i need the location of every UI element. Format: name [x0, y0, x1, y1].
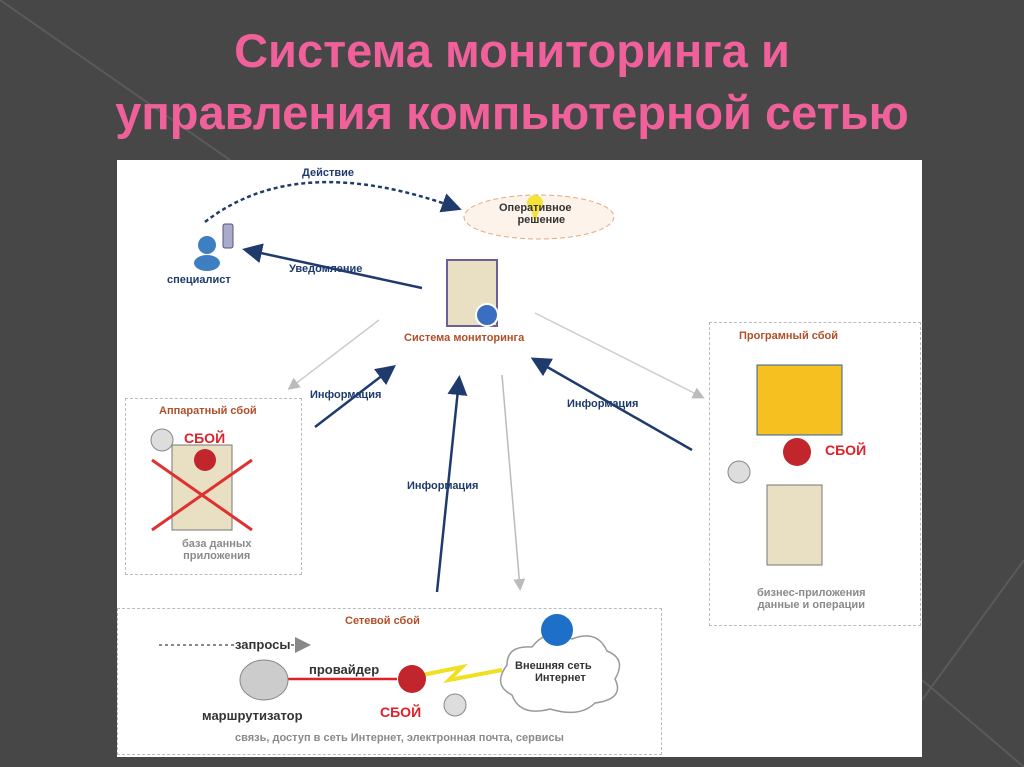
info-center-label: Информация: [407, 480, 479, 492]
biz-line2: данные и операции: [757, 599, 865, 611]
requests-label: запросы: [235, 637, 291, 652]
hardware-failure-box: [125, 398, 302, 575]
server-icon: [766, 484, 823, 566]
error-icon: [398, 665, 426, 693]
slide-title: Система мониторинга и управления компьюте…: [0, 20, 1024, 144]
specialist-label: специалист: [167, 274, 231, 286]
ext-line1: Внешняя сеть: [515, 660, 592, 672]
monitoring-system-label: Система мониторинга: [404, 332, 525, 344]
biz-line1: бизнес-приложения: [757, 587, 866, 599]
ext-line2: Интернет: [534, 672, 586, 684]
db-line2: приложения: [183, 550, 251, 562]
network-failure-title: Сетевой сбой: [345, 615, 420, 627]
decision-line1: Оперативное: [499, 202, 572, 214]
error-icon: [783, 438, 811, 466]
router-label: маршрутизатор: [202, 708, 303, 723]
alarm-clock-icon: [727, 460, 751, 484]
lightbulb-icon: [527, 195, 543, 224]
alarm-clock-icon: [150, 428, 174, 452]
software-fail-label: СБОЙ: [825, 442, 867, 458]
person-icon: [198, 236, 216, 254]
diagram-arrows: [150, 180, 843, 717]
hardware-failure-title: Аппаратный сбой: [159, 405, 257, 417]
error-icon: [194, 449, 216, 471]
info-right-label: Информация: [567, 398, 639, 410]
software-failure-title: Програмный сбой: [739, 330, 839, 342]
alarm-clock-icon: [443, 693, 467, 717]
info-left-label: Информация: [310, 389, 382, 401]
action-label: Действие: [302, 167, 354, 179]
provider-label: провайдер: [309, 662, 380, 677]
services-label: связь, доступ в сеть Интернет, электронн…: [235, 732, 564, 744]
hardware-fail-label: СБОЙ: [184, 430, 226, 446]
application-window-icon: [756, 364, 843, 436]
software-failure-box: [709, 322, 921, 626]
network-failure-box: [117, 608, 662, 755]
router-icon: [239, 659, 289, 701]
db-line1: база данных: [182, 538, 252, 550]
network-fail-label: СБОЙ: [380, 704, 422, 720]
decision-line2: решение: [517, 214, 566, 226]
notification-label: Уведомление: [289, 263, 363, 275]
title-line-2: управления компьютерной сетью: [115, 86, 909, 139]
database-server-icon: [171, 444, 233, 531]
title-line-1: Система мониторинга и: [234, 24, 790, 77]
globe-icon: [541, 614, 573, 646]
